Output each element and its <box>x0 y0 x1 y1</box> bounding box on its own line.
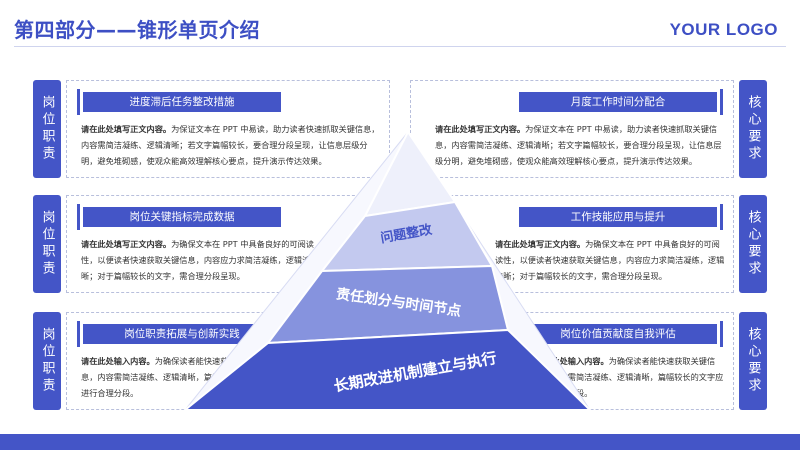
side-tab-left-3: 岗位职责 <box>33 312 61 410</box>
panel-title: 进度滞后任务整改措施 <box>77 89 281 115</box>
side-tab-right-2: 核心要求 <box>739 195 767 293</box>
panel-title: 月度工作时间分配合 <box>519 89 723 115</box>
logo: YOUR LOGO <box>669 20 778 39</box>
panel-title: 工作技能应用与提升 <box>519 204 723 230</box>
side-tab-right-1: 核心要求 <box>739 80 767 178</box>
title-divider <box>14 46 786 47</box>
pyramid-level-3 <box>182 328 593 411</box>
panel-right-1: 月度工作时间分配合 请在此处填写正文内容。为保证文本在 PPT 中易读，助力读者… <box>410 80 734 178</box>
panel-title: 岗位关键指标完成数据 <box>77 204 281 230</box>
side-tab-left-1: 岗位职责 <box>33 80 61 178</box>
panel-body: 请在此处填写正文内容。为保证文本在 PPT 中易读，助力读者快速抓取关键信息，内… <box>435 124 722 166</box>
page-title: 第四部分——锥形单页介绍 <box>14 18 260 42</box>
panel-body: 请在此处填写正文内容。为确保文本在 PPT 中具备良好的可阅读性，以便读者快速获… <box>495 239 725 281</box>
footer-bar <box>0 434 800 450</box>
panel-body: 请在此处填写正文内容。为确保文本在 PPT 中具备良好的可阅读性，以便读者快速获… <box>81 239 314 281</box>
panel-body: 请在此处输入内容。为确保读者能快速获取关键信息，内容需简洁凝练、逻辑清晰，篇幅较… <box>81 356 270 398</box>
panel-title: 岗位价值贡献度自我评估 <box>519 321 723 347</box>
side-tab-right-3: 核心要求 <box>739 312 767 410</box>
panel-body: 请在此处填写正文内容。为保证文本在 PPT 中易读，助力读者快速抓取关键信息，内… <box>81 124 380 166</box>
side-tab-left-2: 岗位职责 <box>33 195 61 293</box>
panel-title: 岗位职责拓展与创新实践 <box>77 321 281 347</box>
panel-left-1: 进度滞后任务整改措施 请在此处填写正文内容。为保证文本在 PPT 中易读，助力读… <box>66 80 390 178</box>
